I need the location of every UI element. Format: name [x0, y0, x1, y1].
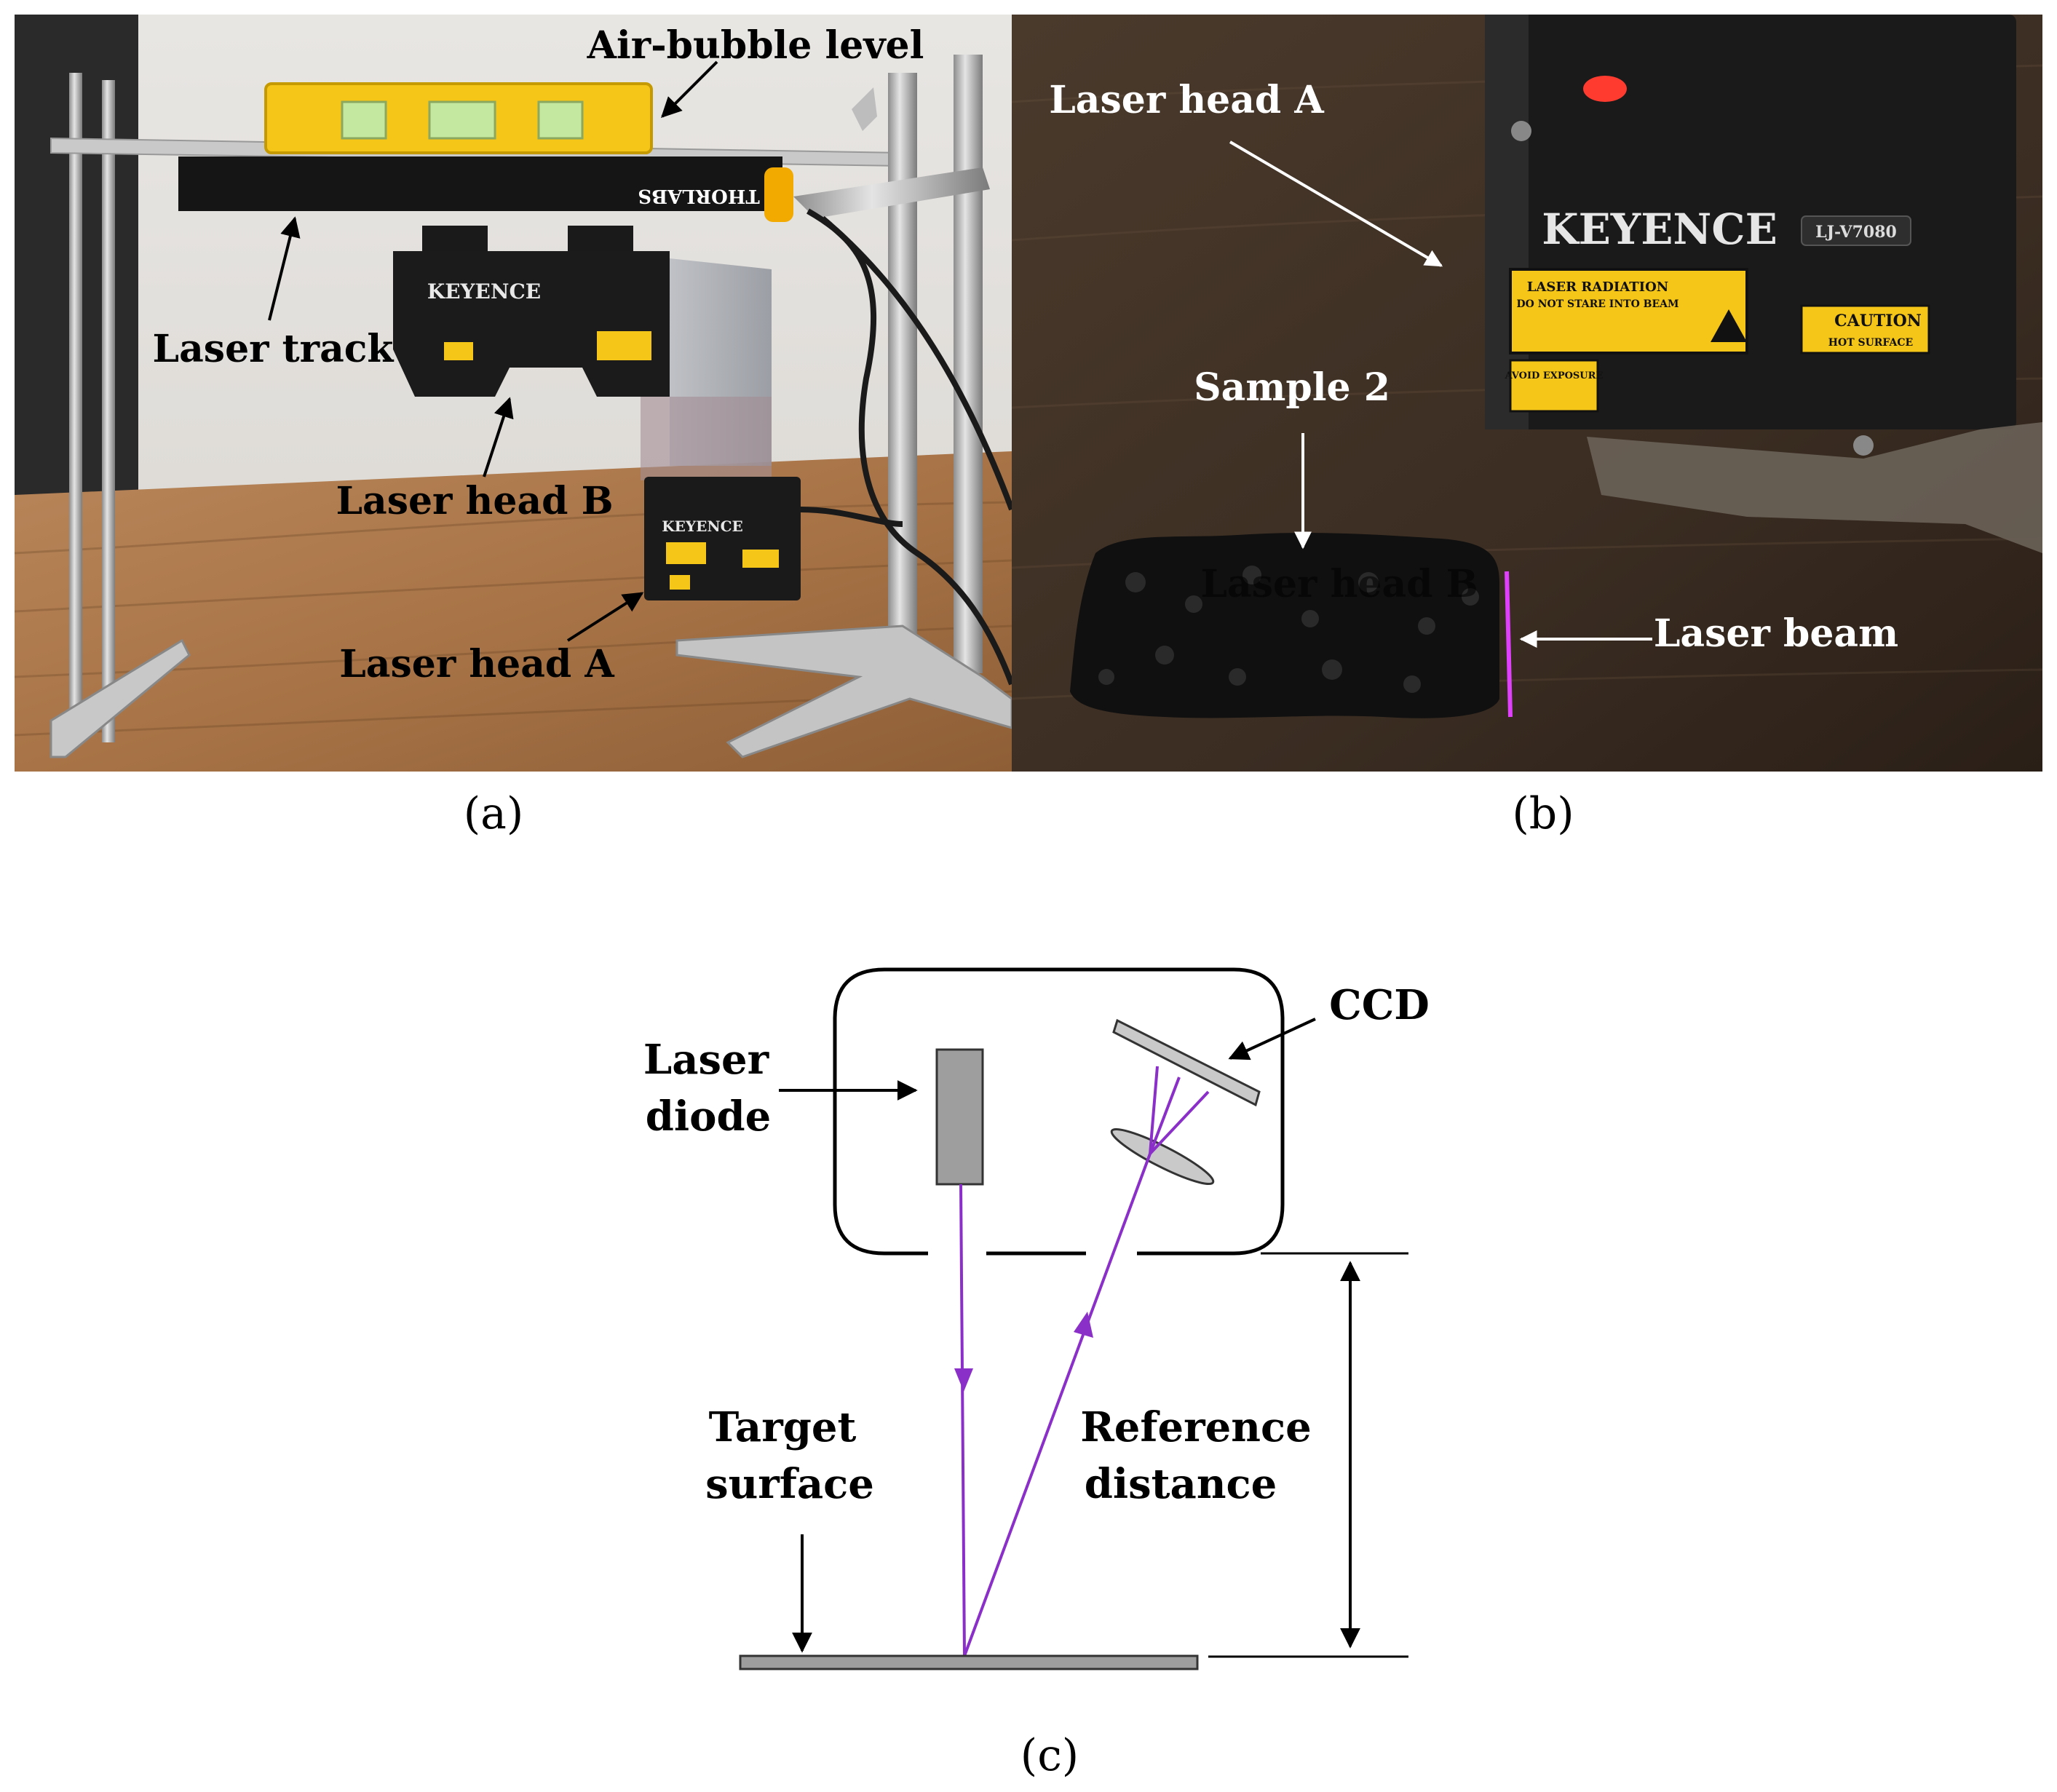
caption-c: (c) — [1020, 1730, 1079, 1781]
label-ccd: CCD — [1329, 981, 1430, 1029]
label-laser-head-a: Laser head A — [339, 642, 614, 686]
label-target-1: Target — [709, 1403, 857, 1451]
laser-head-a-closeup: KEYENCE LJ-V7080 LASER RADIATION DO NOT … — [1485, 15, 2016, 456]
caption-b: (b) — [1512, 788, 1574, 839]
label-reference-1: Reference — [1080, 1403, 1311, 1451]
label-reference-2: distance — [1085, 1460, 1277, 1508]
laser-head-a-device: KEYENCE — [644, 477, 801, 600]
avoid-exposure-label: AVOID EXPOSURE — [1505, 370, 1604, 381]
keyence-label-a: KEYENCE — [662, 518, 743, 535]
stand-foot — [1587, 422, 2042, 553]
overlap-label-b: Laser head B — [1200, 562, 1478, 606]
laser-diode-block — [935, 1048, 984, 1186]
beam-arrow-up — [1074, 1312, 1093, 1338]
keyence-closeup-brand: KEYENCE — [1542, 205, 1777, 254]
base-bracket — [49, 638, 191, 758]
model-label: LJ-V7080 — [1815, 223, 1897, 242]
panel-a-photo: THORLABS KEYENCE KEYENCE — [14, 15, 1015, 772]
threaded-rod-left — [69, 73, 82, 742]
caption-a: (a) — [464, 788, 524, 839]
label-sample-2: Sample 2 — [1194, 365, 1390, 410]
panel-b-photo: KEYENCE LJ-V7080 LASER RADIATION DO NOT … — [1011, 15, 2043, 772]
label-target-2: surface — [705, 1460, 874, 1508]
label-laser-diode-2: diode — [646, 1093, 772, 1141]
thorlabs-text: THORLABS — [638, 185, 759, 207]
label-air-bubble-level: Air-bubble level — [587, 23, 924, 68]
warning-title: LASER RADIATION — [1527, 279, 1668, 295]
panel-c-diagram: CCD Laser diode Target surface Reference… — [643, 967, 1430, 1670]
air-bubble-level — [264, 82, 653, 154]
cables — [800, 208, 1015, 686]
caution-label: CAUTION — [1834, 312, 1922, 330]
sample-2: Laser head B — [1070, 533, 1499, 718]
sensor-housing — [833, 967, 1285, 1256]
laser-head-b-device: KEYENCE — [393, 226, 670, 397]
label-b-laser-head-a: Laser head A — [1049, 78, 1324, 122]
lens — [1110, 1127, 1215, 1186]
threaded-rod-right — [102, 80, 115, 742]
beam-paths — [959, 1066, 1210, 1657]
warning-sub: DO NOT STARE INTO BEAM — [1517, 298, 1679, 310]
support-stand — [675, 55, 1013, 758]
label-laser-track: Laser track — [153, 327, 395, 371]
label-laser-diode-1: Laser — [643, 1036, 770, 1084]
hot-surface-label: HOT SURFACE — [1828, 337, 1913, 349]
target-surface-bar — [739, 1654, 1199, 1670]
laser-track-rail — [178, 156, 782, 211]
label-laser-head-b: Laser head B — [336, 479, 613, 523]
label-laser-beam: Laser beam — [1654, 611, 1898, 656]
keyence-label-b: KEYENCE — [427, 279, 541, 304]
ccd-plate — [1112, 1018, 1261, 1107]
laser-beam-line — [1505, 571, 1513, 718]
beam-arrow-down — [954, 1368, 973, 1392]
